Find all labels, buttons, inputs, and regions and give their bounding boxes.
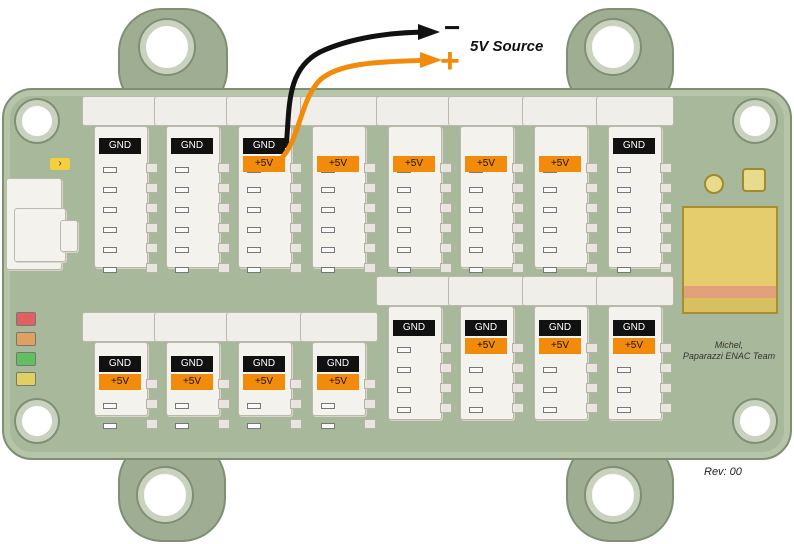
author-line-2: Paparazzi ENAC Team [682,351,776,361]
mount-hole [138,468,192,522]
vcc-label: +5V [317,374,359,390]
vcc-label: +5V [539,156,581,172]
orange-wire [278,57,433,162]
gnd-label: GND [171,138,213,154]
orange-wire-arrow [420,52,442,68]
vcc-label: +5V [317,156,359,172]
connector-cap [448,96,526,126]
gnd-label: GND [317,356,359,372]
mount-hole [16,400,58,442]
mount-hole [734,100,776,142]
connector-cap [596,276,674,306]
connector-cap [376,276,454,306]
black-wire [283,29,431,149]
mount-hole [140,20,194,74]
connector-top-3 [312,126,376,273]
connector-cap [376,96,454,126]
vcc-label: +5V [539,338,581,354]
vcc-label: +5V [243,374,285,390]
led-green [16,352,36,366]
connector-top-6 [534,126,598,273]
gnd-label: GND [99,356,141,372]
connector-cap [522,96,600,126]
revision-label: Rev: 00 [704,466,742,478]
connector-cap [82,312,160,342]
gnd-label: GND [171,356,213,372]
led-yellow [16,372,36,386]
led-orange [16,332,36,346]
gnd-label: GND [243,356,285,372]
vcc-label: +5V [465,156,507,172]
mount-hole [586,20,640,74]
gnd-label: GND [613,138,655,154]
chevron-right-icon: › [50,158,70,170]
connector-cap [300,312,378,342]
connector-cap [154,312,232,342]
connector-cap [596,96,674,126]
vcc-label: +5V [99,374,141,390]
connector-top-4 [388,126,452,273]
vcc-label: +5V [243,156,285,172]
gnd-label: GND [393,320,435,336]
gnd-label: GND [613,320,655,336]
connector-top-5 [460,126,524,273]
side-input-connector-plug [60,220,78,252]
vcc-label: +5V [613,338,655,354]
black-wire-arrow [418,24,440,40]
plus-sign: + [440,42,460,80]
connector-cap [82,96,160,126]
source-title: 5V Source [470,38,544,55]
connector-cap [448,276,526,306]
mount-hole [586,468,640,522]
mount-hole [734,400,776,442]
gnd-label: GND [243,138,285,154]
large-solder-pad [682,206,778,314]
led-red [16,312,36,326]
vcc-label: +5V [465,338,507,354]
author-line-1: Michel, [714,340,744,350]
gnd-label: GND [99,138,141,154]
round-pad [704,174,724,194]
vcc-label: +5V [393,156,435,172]
vcc-label: +5V [171,374,213,390]
minus-sign: − [444,12,461,43]
mount-hole [16,100,58,142]
gnd-label: GND [465,320,507,336]
round-pad [742,168,766,192]
gnd-label: GND [539,320,581,336]
